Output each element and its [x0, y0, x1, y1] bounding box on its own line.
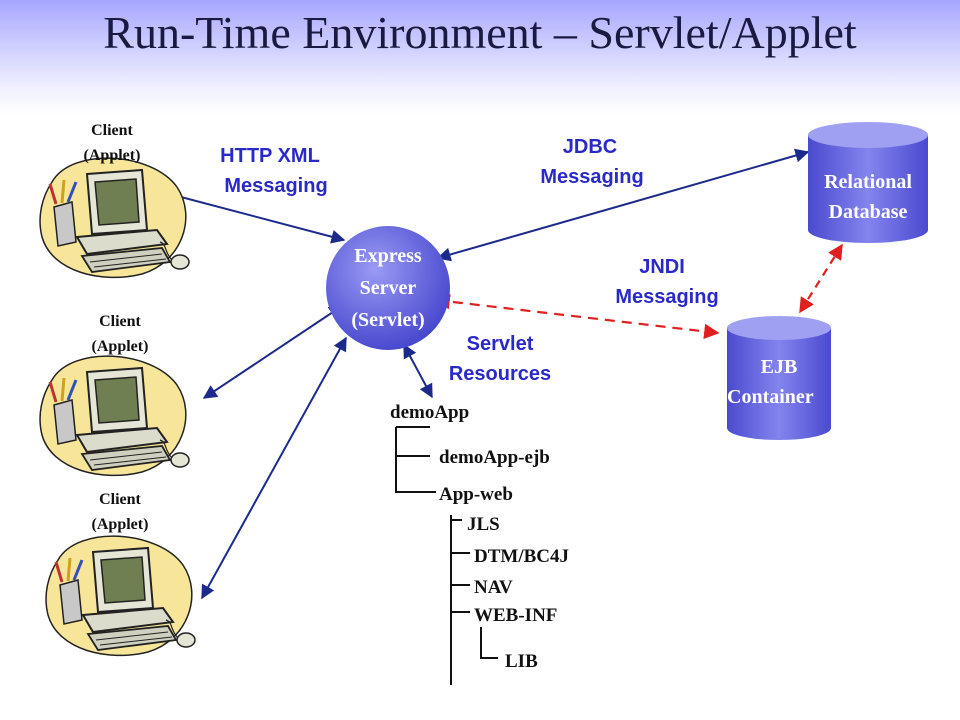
- http-label-line2: Messaging: [224, 175, 327, 197]
- http-arrow-client1: [160, 188, 346, 244]
- servlet-label-line1: Servlet: [467, 333, 534, 355]
- server-label-line3: (Servlet): [351, 309, 424, 331]
- server-label-line1: Express: [354, 245, 422, 267]
- jndi-label-line2: Messaging: [615, 286, 718, 308]
- jndi-dashed-arrow: [434, 293, 720, 340]
- client-2-label-line1: Client: [99, 313, 141, 330]
- client-2-label-line2: (Applet): [92, 338, 149, 355]
- client-1-label-line2: (Applet): [84, 147, 141, 164]
- tree-nav: NAV: [474, 577, 513, 598]
- relational-database-cylinder: Relational Database: [808, 122, 928, 243]
- servlet-label-line2: Resources: [449, 363, 551, 385]
- tree-jls: JLS: [467, 514, 500, 535]
- slide-title: Run-Time Environment – Servlet/Applet: [103, 7, 857, 58]
- jdbc-label-line2: Messaging: [540, 166, 643, 188]
- tree-root: demoApp: [390, 402, 469, 423]
- ejb-label-line2: Container: [727, 386, 814, 408]
- ejb-label-line1: EJB: [761, 356, 798, 378]
- jndi-label-line1: JNDI: [639, 256, 685, 278]
- jdbc-arrow: [436, 148, 810, 262]
- client-computer-icon: [44, 534, 197, 657]
- tree-web-inf: WEB-INF: [474, 605, 557, 626]
- tree-lib: LIB: [505, 651, 538, 672]
- client-3-label-line1: Client: [99, 491, 141, 508]
- client-computer-icon: [38, 354, 191, 477]
- jdbc-label-line1: JDBC: [563, 136, 617, 158]
- client-1-label-line1: Client: [91, 122, 133, 139]
- ejb-container-cylinder: EJB Container: [727, 316, 831, 440]
- http-arrow-client3: [201, 336, 347, 600]
- tree-app-web: App-web: [439, 484, 513, 505]
- directory-tree: [395, 426, 498, 685]
- server-label-line2: Server: [360, 277, 417, 299]
- database-label-line1: Relational: [824, 171, 912, 193]
- express-server-node: Express Server (Servlet): [326, 226, 450, 350]
- client-computer-icon: [38, 156, 191, 279]
- tree-demoapp-ejb: demoApp-ejb: [439, 447, 550, 468]
- tree-dtm-bc4j: DTM/BC4J: [474, 546, 569, 567]
- db-ejb-dashed-arrow: [799, 243, 843, 314]
- client-3-label-line2: (Applet): [92, 516, 149, 533]
- http-label-line1: HTTP XML: [220, 145, 320, 167]
- servlet-resources-arrow: [403, 343, 433, 399]
- database-label-line2: Database: [829, 201, 908, 223]
